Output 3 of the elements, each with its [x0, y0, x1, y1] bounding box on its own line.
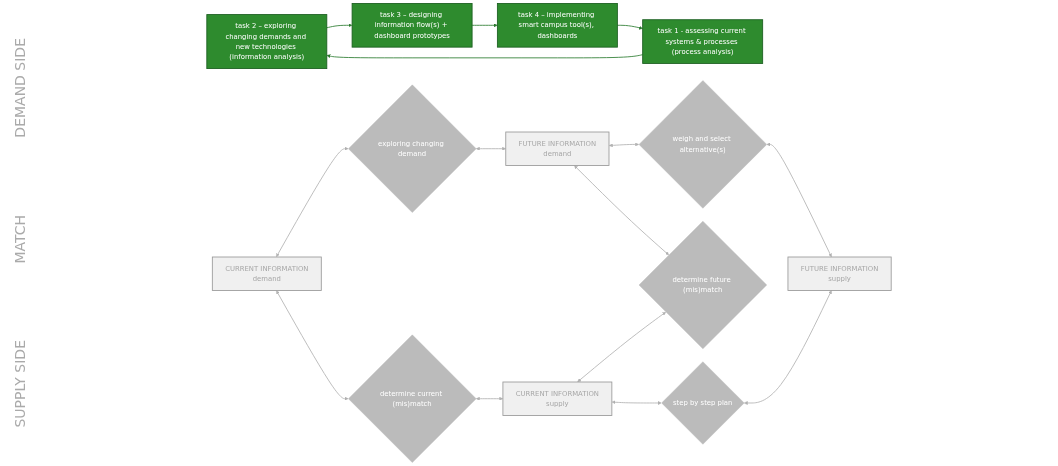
- side-label: SUPPLY SIDE: [12, 340, 28, 428]
- side-label: DEMAND SIDE: [12, 38, 28, 138]
- side-label: MATCH: [12, 214, 28, 264]
